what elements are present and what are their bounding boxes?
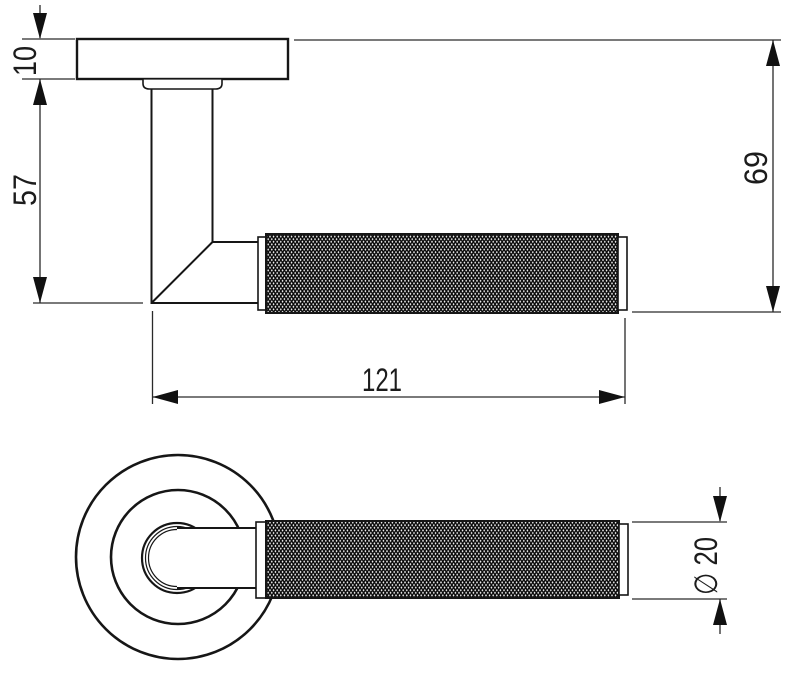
- rosette-side: [75, 37, 290, 81]
- lever-neck-front-edges: [177, 527, 256, 589]
- dimension-arrowhead: [152, 390, 178, 404]
- knurled-grip-side: [265, 233, 619, 314]
- neck-flare: [142, 78, 223, 90]
- knurled-grip-front: [265, 520, 620, 599]
- lever-neck-outline: [150, 89, 258, 304]
- dimension-projection: 69: [294, 39, 781, 313]
- grip-collar-side: [257, 236, 267, 311]
- extension-line: [151, 311, 626, 404]
- dimension-label: ∅ 20: [688, 537, 724, 595]
- extension-line: [22, 38, 75, 80]
- dimension-label: 69: [738, 151, 774, 185]
- grip-end-cap-side: [617, 236, 628, 311]
- dimension-arrowhead: [766, 40, 780, 66]
- dimension-arrowhead: [713, 599, 727, 625]
- dimension-arrowhead: [713, 496, 727, 522]
- dimension-arrowhead: [599, 390, 625, 404]
- extension-line: [294, 39, 781, 313]
- dimension-label: 57: [7, 174, 43, 206]
- dimension-handle-drop: 57: [7, 79, 143, 304]
- dimension-arrowhead: [33, 277, 47, 303]
- lever-neck-front: [177, 528, 256, 588]
- dimension-label: 10: [7, 46, 43, 76]
- dimension-arrowhead: [33, 13, 47, 39]
- extension-line: [632, 521, 727, 600]
- front-view: [74, 453, 629, 661]
- dimension-grip-diameter: ∅ 20: [632, 487, 727, 634]
- grip-collar-front: [255, 521, 267, 599]
- side-view: [75, 37, 628, 314]
- dimension-rose-thickness: 10: [7, 5, 75, 80]
- grip-end-cap-front: [618, 523, 629, 596]
- dimension-lever-length: 121: [151, 311, 626, 404]
- dimension-arrowhead: [766, 286, 780, 312]
- dimension-label: 121: [362, 362, 402, 398]
- dimension-arrowhead: [33, 79, 47, 105]
